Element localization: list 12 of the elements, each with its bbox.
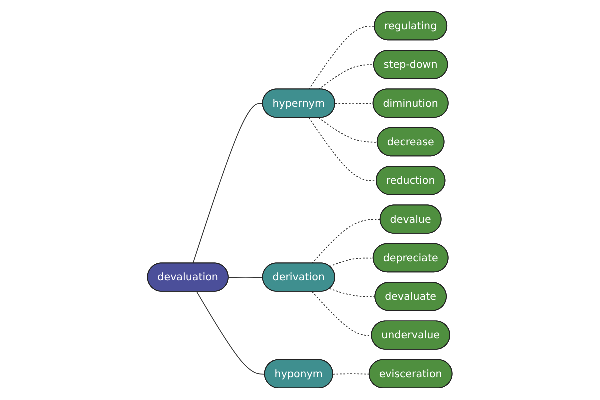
- connector: [308, 26, 376, 90]
- connector: [332, 374, 370, 375]
- connector: [196, 291, 266, 375]
- connector: [318, 118, 378, 143]
- connector: [312, 219, 382, 264]
- connector: [330, 288, 376, 298]
- connector: [228, 277, 264, 278]
- connector: [308, 118, 378, 182]
- connector: [330, 258, 374, 268]
- connector: [192, 103, 264, 264]
- connector: [318, 64, 375, 90]
- connector: [335, 103, 374, 104]
